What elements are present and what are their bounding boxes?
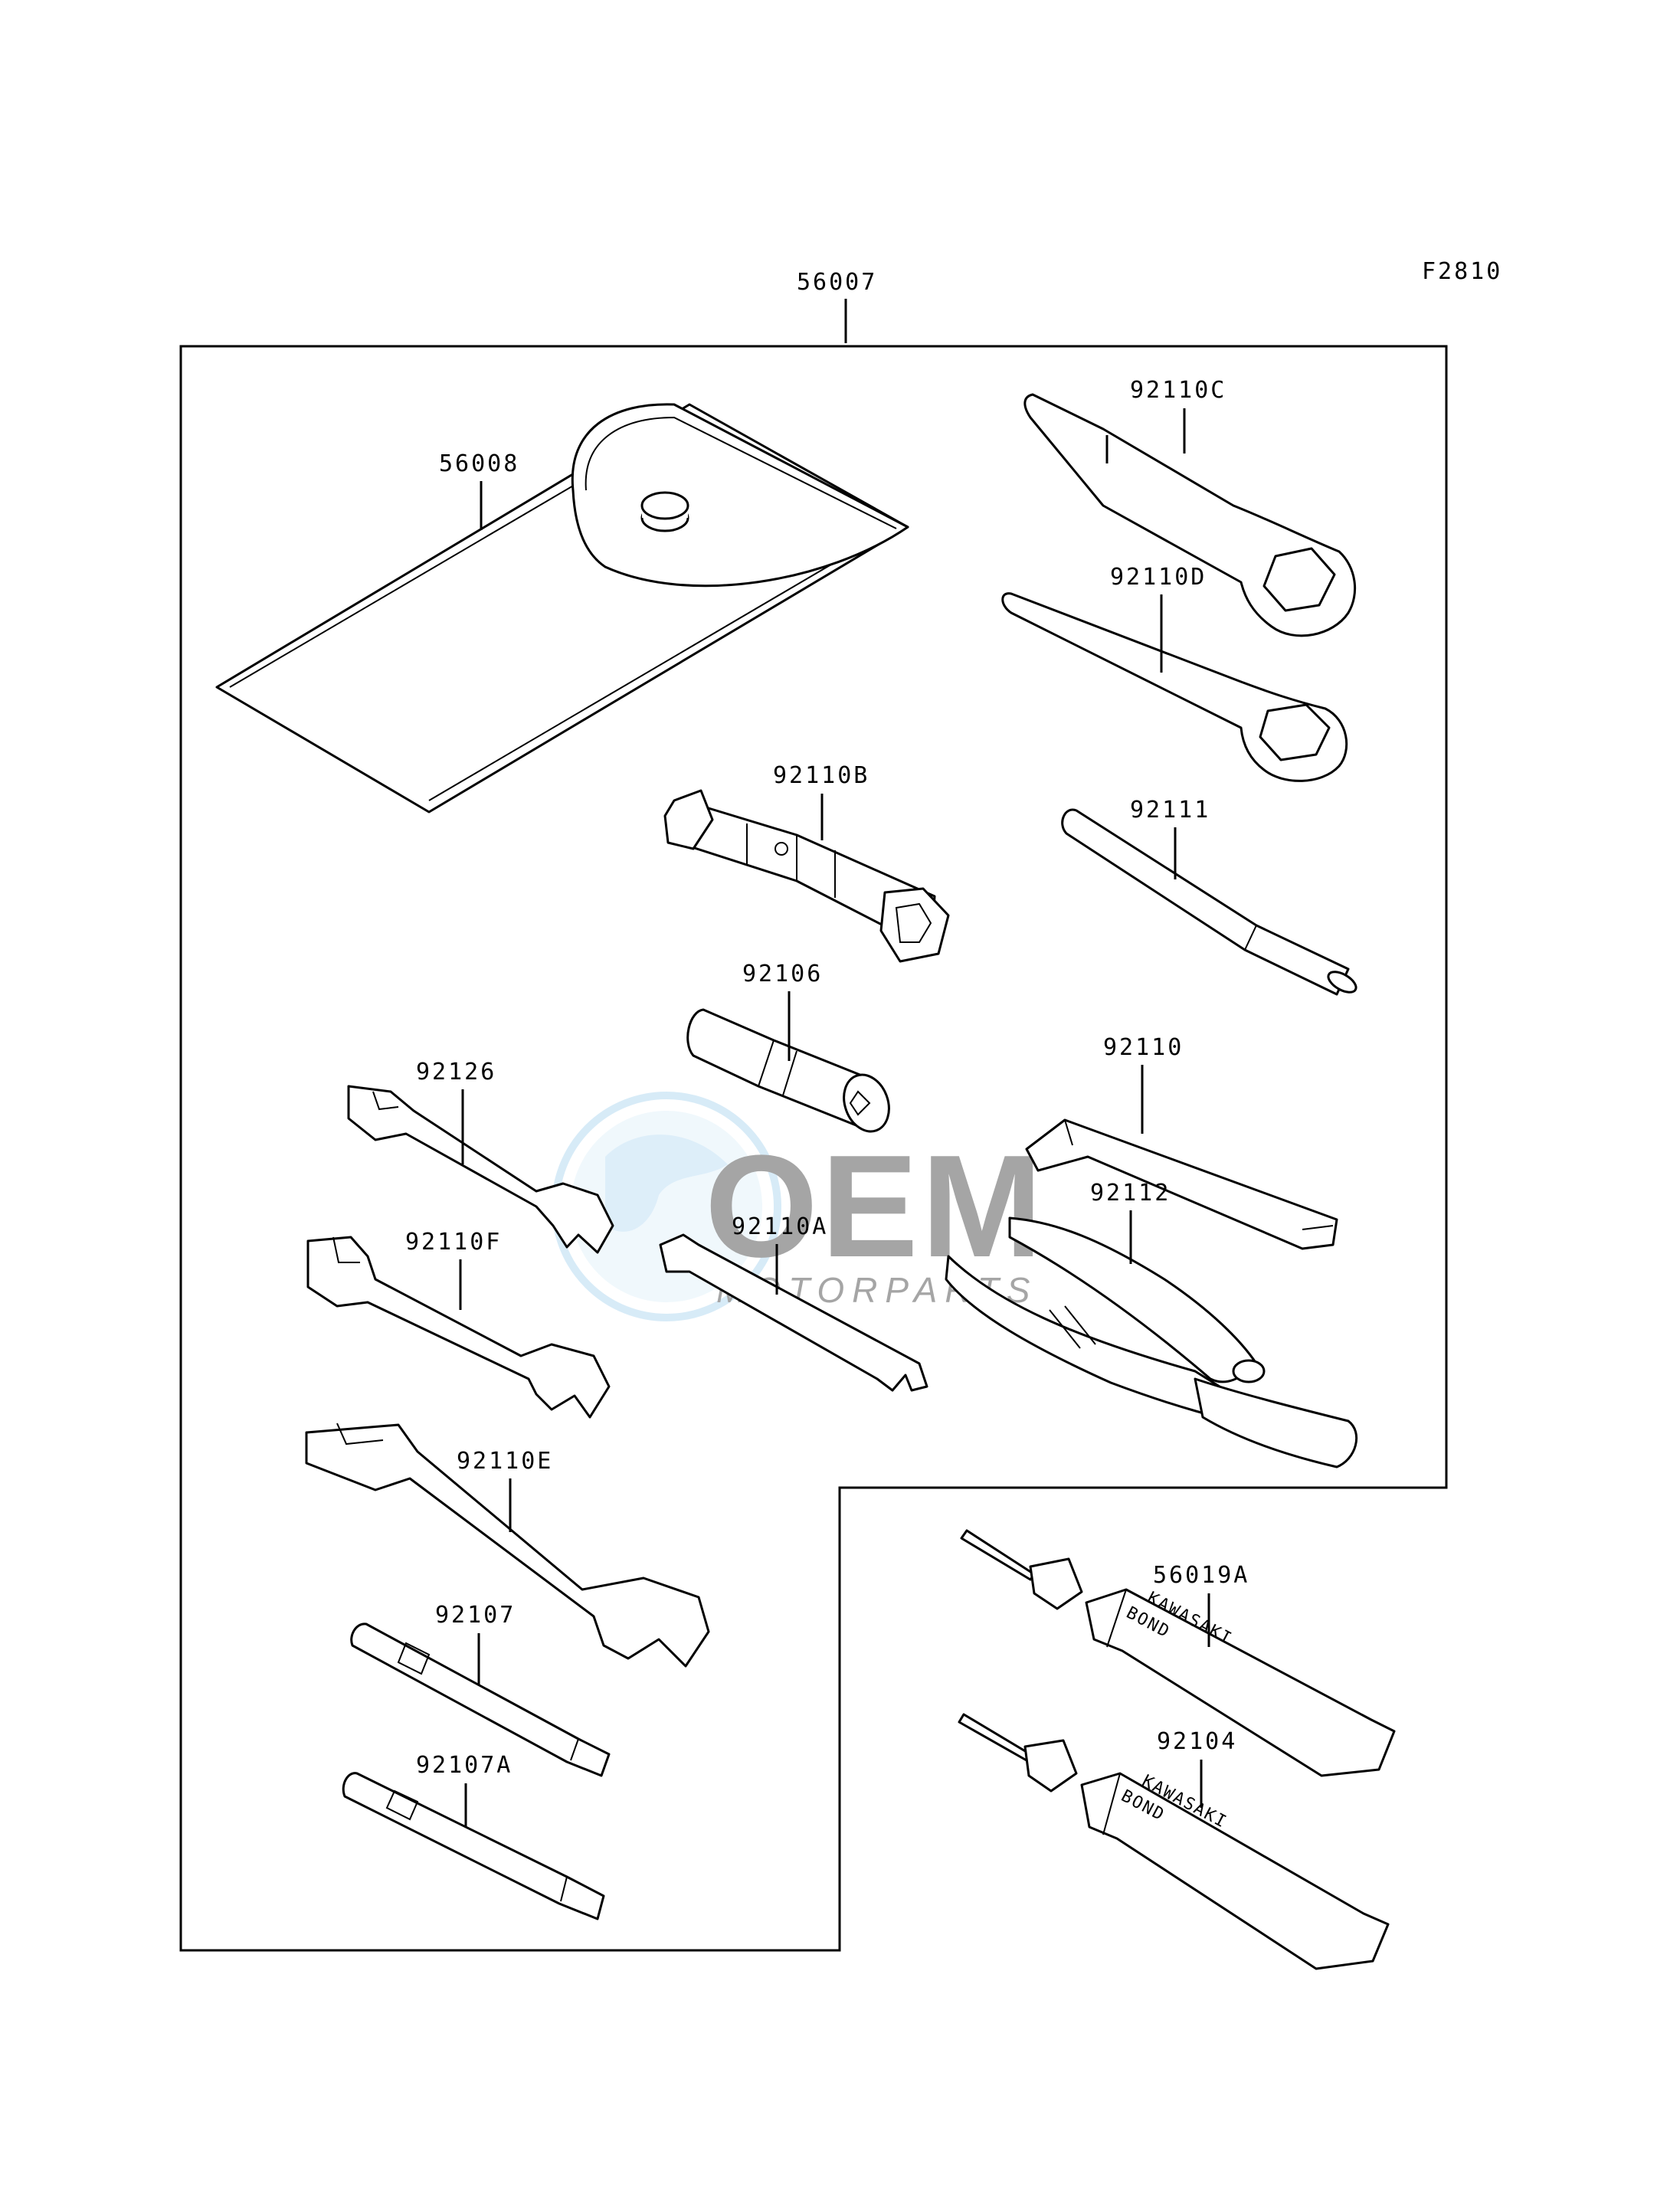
screwdriver-92107a xyxy=(342,1772,605,1920)
label-92111: 92111 xyxy=(1130,797,1210,823)
socket-92106 xyxy=(686,1008,890,1133)
label-92104: 92104 xyxy=(1157,1728,1237,1755)
label-56019a: 56019A xyxy=(1153,1562,1249,1589)
figure-code: F2810 xyxy=(1422,258,1502,285)
tool-bag-56008 xyxy=(215,403,909,814)
kit-boundary xyxy=(179,345,1448,1952)
label-92107: 92107 xyxy=(435,1602,516,1629)
wrench-92110f xyxy=(306,1236,611,1419)
label-92110d: 92110D xyxy=(1110,564,1207,591)
label-92107a: 92107A xyxy=(416,1752,513,1779)
label-92110: 92110 xyxy=(1103,1034,1184,1061)
label-92110f: 92110F xyxy=(405,1229,502,1256)
wrench-92110a xyxy=(659,1233,928,1392)
label-92112: 92112 xyxy=(1090,1180,1171,1207)
label-92126: 92126 xyxy=(416,1059,496,1085)
label-92106: 92106 xyxy=(742,961,823,987)
bond-tube-92104: KAWASAKI BOND xyxy=(958,1713,1390,1970)
bar-handle-92111 xyxy=(1061,808,1357,996)
label-92110c: 92110C xyxy=(1130,377,1226,404)
label-92110b: 92110B xyxy=(773,762,869,789)
wrench-92126 xyxy=(347,1085,614,1254)
watermark-big: OEM xyxy=(705,1125,1046,1288)
wrench-92110e xyxy=(305,1423,710,1668)
label-56008: 56008 xyxy=(439,450,519,477)
label-92110a: 92110A xyxy=(732,1213,828,1240)
ring-wrench-92110d xyxy=(1001,592,1348,782)
label-92110e: 92110E xyxy=(457,1448,553,1475)
assembly-label: 56007 xyxy=(797,269,877,296)
pliers-92112 xyxy=(945,1216,1358,1468)
ring-wrench-92110c xyxy=(1023,393,1357,637)
plug-wrench-92110b xyxy=(663,789,950,963)
screwdriver-92107 xyxy=(350,1622,611,1777)
hex-key-92110 xyxy=(1025,1118,1338,1250)
